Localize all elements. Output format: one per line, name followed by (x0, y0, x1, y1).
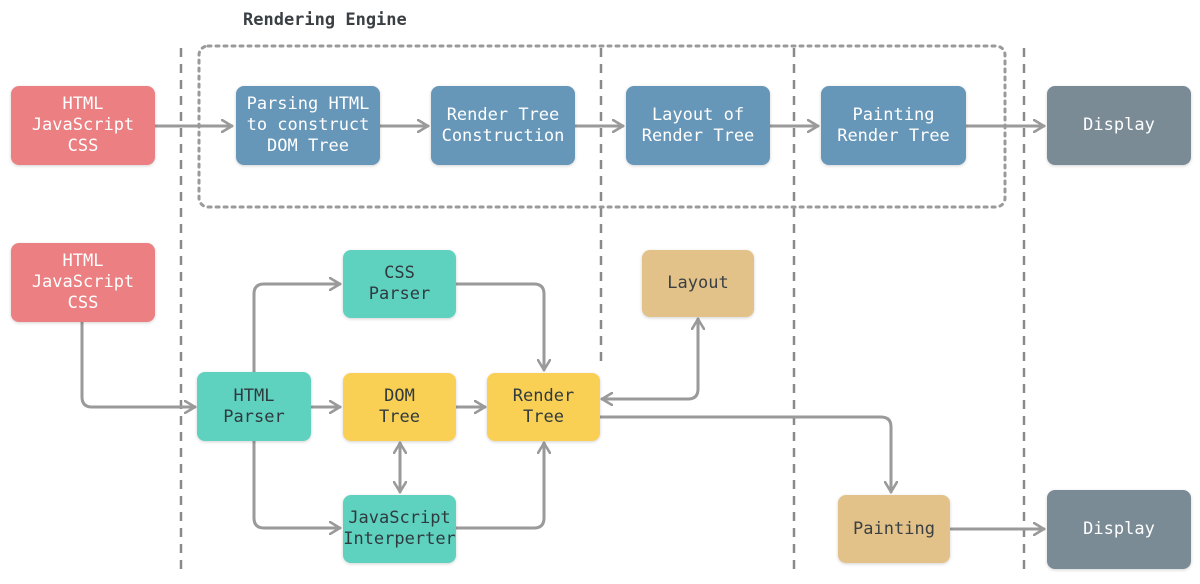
arrow-html-parser-to-js-interpreter (252, 439, 342, 528)
bottom-input-box: HTML JavaScript CSS (11, 243, 155, 322)
arrow-css-parser-to-render-tree (454, 282, 544, 372)
rendering-engine-title: Rendering Engine (243, 10, 407, 30)
arrow-js-interpreter-to-render-tree (454, 441, 544, 530)
bottom-display-box: Display (1047, 490, 1191, 569)
html-parser-box: HTML Parser (197, 372, 311, 441)
arrow-render-tree-layout-bidirectional (600, 317, 698, 399)
javascript-interpreter-box: JavaScript Interperter (343, 495, 456, 563)
arrow-html-parser-to-css-parser (252, 284, 342, 374)
layout-render-tree-box: Layout of Render Tree (626, 86, 770, 165)
painting-box: Painting (838, 495, 950, 563)
css-parser-box: CSS Parser (343, 250, 456, 318)
layout-box: Layout (642, 250, 754, 317)
arrow-input-to-html-parser (80, 320, 197, 407)
dom-tree-box: DOM Tree (343, 373, 456, 441)
render-tree-construction-box: Render Tree Construction (431, 86, 575, 165)
parse-html-box: Parsing HTML to construct DOM Tree (236, 86, 380, 165)
top-display-box: Display (1047, 86, 1191, 165)
top-input-box: HTML JavaScript CSS (11, 86, 155, 165)
arrow-render-tree-to-painting (598, 415, 891, 494)
render-tree-box: Render Tree (487, 373, 600, 441)
painting-render-tree-box: Painting Render Tree (821, 86, 966, 165)
